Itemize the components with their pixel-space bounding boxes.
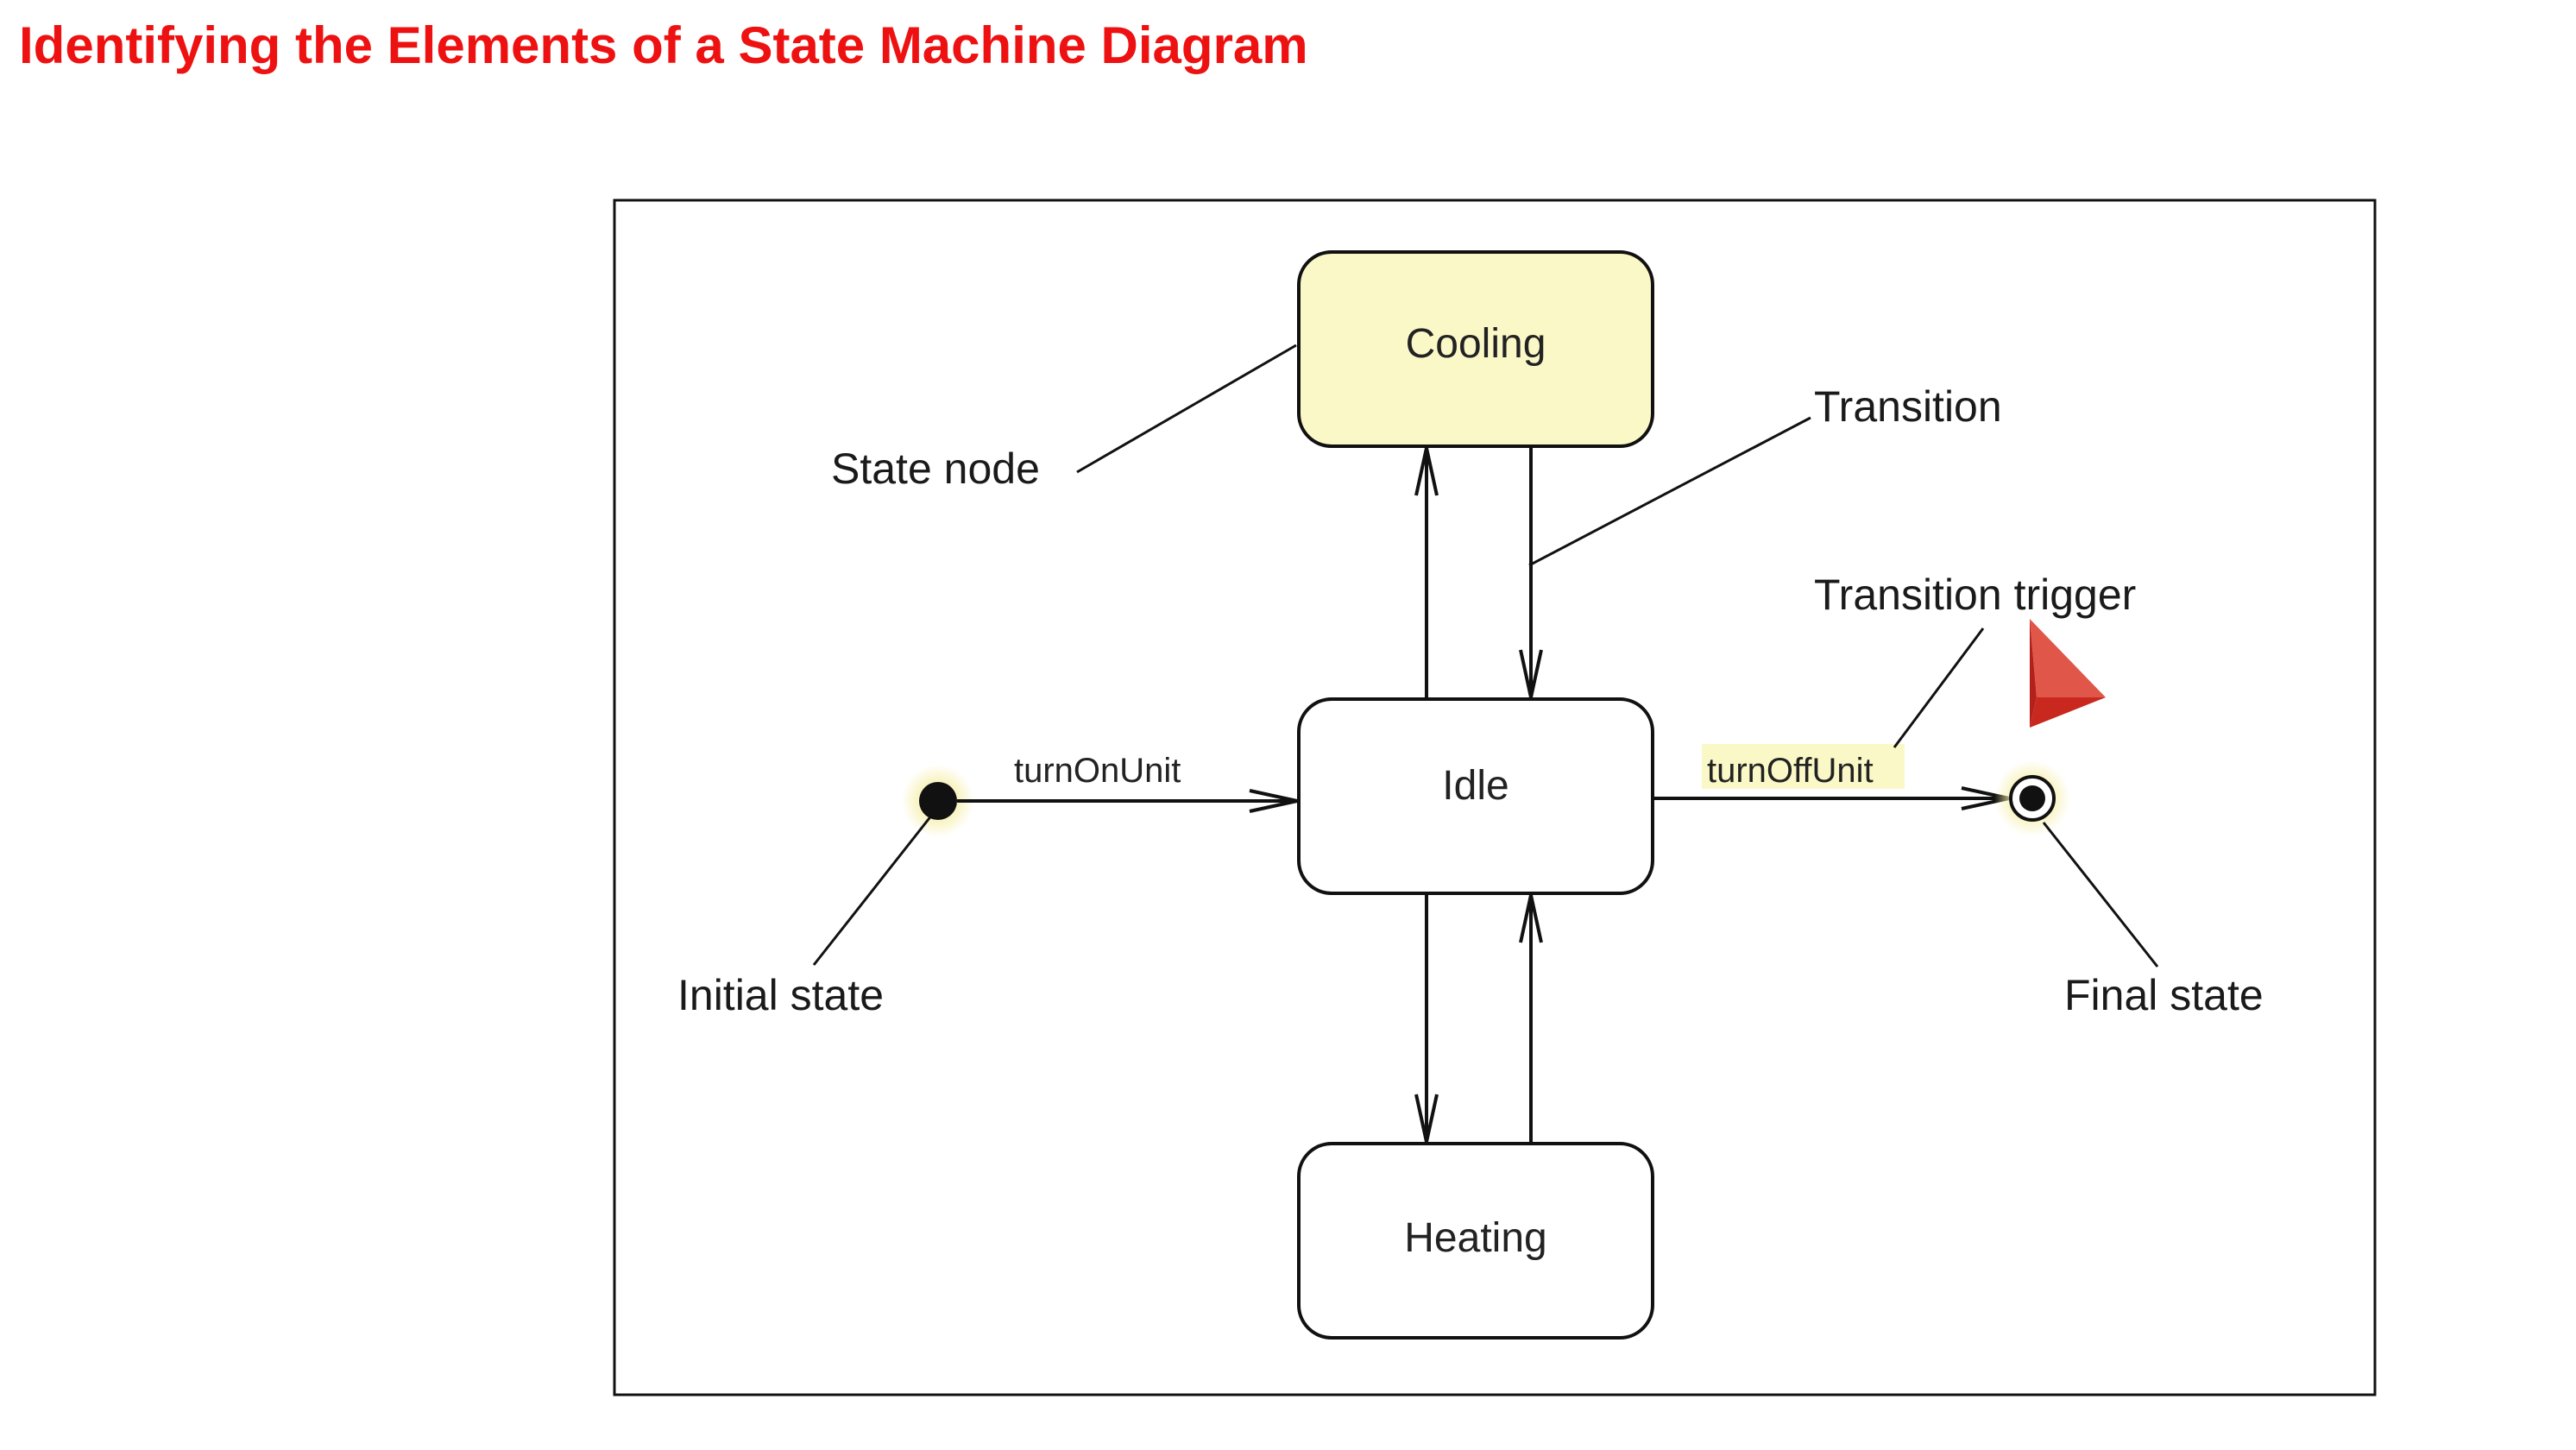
callout-transition-trigger: Transition trigger bbox=[1814, 571, 2136, 619]
transition-idle-to-cooling bbox=[1414, 447, 1439, 699]
callout-line-transition bbox=[1528, 416, 1811, 567]
transition-idle-to-heating bbox=[1414, 893, 1439, 1143]
state-heating-label: Heating bbox=[1404, 1215, 1546, 1261]
transition-initial-to-idle bbox=[957, 789, 1298, 813]
event-turn-off-label: turnOffUnit bbox=[1707, 752, 1874, 790]
state-heating bbox=[1297, 1142, 1654, 1340]
state-cooling-label: Cooling bbox=[1406, 321, 1546, 367]
callout-initial-state: Initial state bbox=[677, 971, 884, 1019]
state-idle bbox=[1297, 697, 1654, 895]
final-state-dot bbox=[2019, 785, 2045, 811]
event-turn-off-highlight bbox=[1702, 744, 1905, 789]
state-idle-label: Idle bbox=[1442, 763, 1508, 809]
callout-line-final-state bbox=[2042, 822, 2159, 968]
callout-state-node: State node bbox=[831, 444, 1040, 493]
callout-transition: Transition bbox=[1814, 382, 2002, 431]
transition-cooling-to-idle bbox=[1519, 446, 1543, 698]
callout-line-state-node bbox=[1076, 344, 1297, 474]
page-title: Identifying the Elements of a State Mach… bbox=[19, 16, 1308, 74]
event-turn-on-label: turnOnUnit bbox=[1014, 752, 1181, 790]
state-cooling bbox=[1297, 250, 1654, 448]
callout-line-initial-state bbox=[812, 814, 934, 966]
initial-state-node bbox=[919, 782, 957, 820]
transition-heating-to-idle bbox=[1519, 894, 1543, 1144]
callout-line-transition-trigger bbox=[1893, 627, 1985, 748]
cursor-arrow-icon bbox=[2030, 619, 2106, 728]
callout-final-state: Final state bbox=[2064, 971, 2264, 1019]
